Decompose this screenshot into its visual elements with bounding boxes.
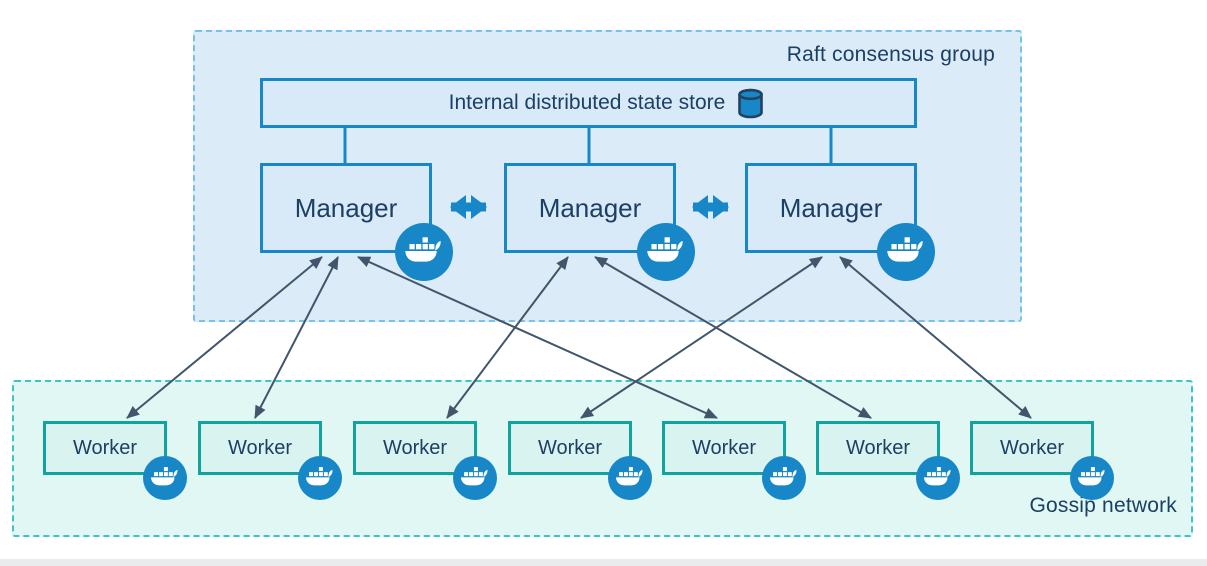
- raft-group-label: Raft consensus group: [786, 43, 995, 66]
- worker-label: Worker: [382, 436, 448, 459]
- docker-whale-icon: [1070, 456, 1114, 500]
- gossip-network-label: Gossip network: [1029, 494, 1177, 517]
- worker-label: Worker: [227, 436, 293, 459]
- docker-whale-icon: [298, 456, 342, 500]
- database-cylinder-icon: [738, 88, 764, 118]
- docker-whale-icon: [637, 223, 695, 281]
- node-worker-7: Worker: [970, 421, 1094, 475]
- worker-label: Worker: [691, 436, 757, 459]
- manager-label: Manager: [294, 192, 398, 223]
- manager-label: Manager: [538, 192, 642, 223]
- docker-whale-icon: [453, 456, 497, 500]
- docker-whale-icon: [762, 456, 806, 500]
- docker-whale-icon: [395, 223, 453, 281]
- state-store-label: Internal distributed state store: [448, 91, 726, 114]
- manager-label: Manager: [779, 192, 883, 223]
- docker-whale-icon: [143, 456, 187, 500]
- worker-label: Worker: [72, 436, 138, 459]
- docker-whale-icon: [877, 223, 935, 281]
- worker-label: Worker: [845, 436, 911, 459]
- worker-label: Worker: [999, 436, 1065, 459]
- docker-whale-icon: [916, 456, 960, 500]
- state-store-box: Internal distributed state store: [260, 78, 917, 128]
- page-edge-strip: [0, 559, 1207, 566]
- docker-whale-icon: [608, 456, 652, 500]
- worker-label: Worker: [537, 436, 603, 459]
